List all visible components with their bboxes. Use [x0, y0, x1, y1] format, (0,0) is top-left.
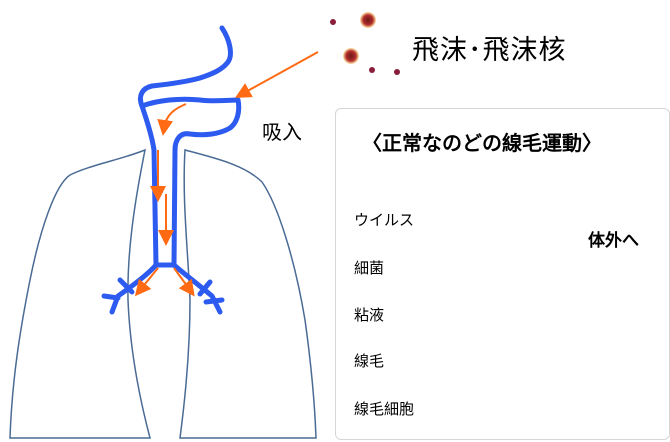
droplets-label: 飛沫･飛沫核 — [412, 35, 567, 66]
right-lung — [179, 149, 317, 439]
inhalation-label: 吸入 — [262, 120, 302, 144]
cilia-label: 線毛 — [354, 352, 385, 370]
ciliated-cell-label: 線毛細胞 — [354, 400, 415, 418]
airflow-arrows — [134, 51, 319, 297]
airway — [101, 25, 242, 315]
cilia-panel — [335, 108, 670, 440]
droplets — [330, 12, 400, 75]
cilia-panel-title: 〈正常なのどの線毛運動〉 — [362, 131, 602, 155]
virus-label: ウイルス — [354, 211, 415, 229]
outward-direction-label: 体外へ — [588, 231, 639, 251]
left-lung — [9, 148, 151, 439]
mucus-label: 粘液 — [354, 306, 385, 324]
bacteria-label: 細菌 — [354, 259, 385, 277]
